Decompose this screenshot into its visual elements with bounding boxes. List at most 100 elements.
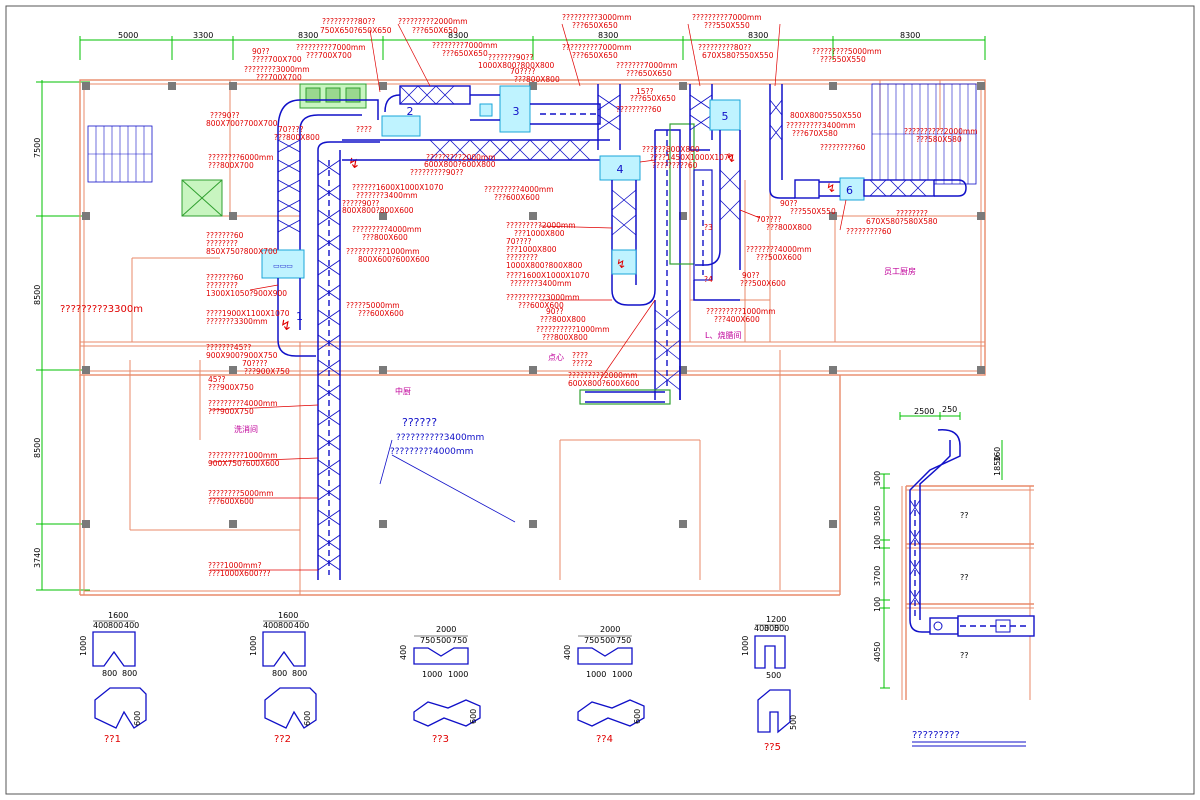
- fitting-2-label: ??2: [274, 734, 291, 745]
- annotation: ???800X800: [766, 223, 812, 232]
- annotation: ?????????2000mm: [506, 221, 576, 230]
- annotation: ????1000mm?: [208, 561, 262, 570]
- detail-floor-label-2: ??: [960, 573, 969, 582]
- svg-text:400: 400: [563, 645, 572, 660]
- annotation: ??????800X800: [642, 145, 700, 154]
- annotation: ?????????2000mm: [426, 153, 496, 162]
- top-dim-2: 3300: [193, 31, 213, 40]
- left-dim-4: 3740: [33, 548, 42, 568]
- annotation: ????????: [896, 209, 928, 218]
- annotation-labels: ?????????80?? 750X650?650X650 ?????????2…: [206, 13, 978, 578]
- detail-dim-left-3: 100: [873, 535, 882, 550]
- svg-text:1600: 1600: [108, 611, 128, 620]
- detail-dim-left-6: 4050: [873, 642, 882, 662]
- svg-text:400: 400: [93, 621, 108, 630]
- stairs-left: [87, 125, 153, 183]
- stairs-right: [871, 83, 977, 185]
- legend-line-1: ??????????3400mm: [396, 433, 484, 443]
- annotation: ???650X650: [630, 94, 676, 103]
- duct-system-6: 6 ↯: [794, 177, 967, 201]
- annotation: ?????????3000mm: [562, 13, 632, 22]
- svg-text:400: 400: [399, 645, 408, 660]
- annotation: ?????????3400mm: [786, 121, 856, 130]
- svg-text:400: 400: [294, 621, 309, 630]
- annotation: ???????3300mm: [206, 317, 268, 326]
- annotation: ???550X550: [704, 21, 750, 30]
- top-dim-7: 8300: [900, 31, 920, 40]
- annotation: 70????: [756, 215, 781, 224]
- annotation: 70????: [242, 359, 267, 368]
- top-dim-1: 5000: [118, 31, 138, 40]
- annotation: ???????60: [206, 273, 244, 282]
- annotation: ?????????80??: [322, 17, 375, 26]
- svg-text:750: 750: [584, 636, 599, 645]
- detail-floor-label-3: ??: [960, 651, 969, 660]
- system-4-number: 4: [617, 163, 624, 176]
- annotation: ???1000X800: [514, 229, 565, 238]
- svg-text:2000: 2000: [436, 625, 456, 634]
- annotation: ????1900X1100X1070: [206, 309, 290, 318]
- svg-text:500: 500: [766, 671, 781, 680]
- detail-title: ?????????: [912, 730, 960, 741]
- fitting-3: 2000 750 500 750 400 1000 1000 600 ??3: [399, 625, 481, 745]
- annotation: ???1000X600???: [208, 569, 270, 578]
- fitting-4-label: ??4: [596, 734, 613, 745]
- svg-text:500: 500: [600, 636, 615, 645]
- annotation: ?????????1000mm: [706, 307, 776, 316]
- annotation: ??????????1000mm: [536, 325, 610, 334]
- svg-text:800: 800: [278, 621, 293, 630]
- annotation: ?????????60: [616, 105, 662, 114]
- annotation: ???????3400mm: [510, 279, 572, 288]
- leader-lines: [209, 23, 847, 571]
- fitting-1-label: ??1: [104, 734, 121, 745]
- annotation: ???800X800: [514, 75, 560, 84]
- annotation: ???670X580: [792, 129, 838, 138]
- svg-text:800: 800: [108, 621, 123, 630]
- annotation: 90??: [742, 271, 760, 280]
- detail-dim-left-4: 3700: [873, 566, 882, 586]
- svg-text:750: 750: [420, 636, 435, 645]
- svg-text:1000: 1000: [448, 670, 468, 679]
- annotation: 900X900?900X750: [206, 351, 278, 360]
- annotation: 670X580?550X550: [702, 51, 774, 60]
- annotation: ???900X750: [244, 367, 290, 376]
- annotation: ???600X600: [208, 497, 254, 506]
- detail-dim-top-1: 2500: [914, 407, 934, 416]
- top-dim-3: 8300: [298, 31, 318, 40]
- annotation: ???650X650: [572, 21, 618, 30]
- svg-text:750: 750: [616, 636, 631, 645]
- left-dimension-axis: 7500 8500 8500 3740: [33, 80, 90, 591]
- room-bbq: L、烧腊间: [705, 330, 741, 340]
- annotation: 800X700?700X700: [206, 119, 278, 128]
- left-dim-2: 8500: [33, 285, 42, 305]
- legend-line-2: ?????????4000mm: [390, 447, 473, 457]
- annotation: ?????????7000mm: [562, 43, 632, 52]
- svg-text:300: 300: [764, 624, 779, 633]
- svg-text:1000: 1000: [586, 670, 606, 679]
- duct-system-left: ▭▭▭ ↯ ↯: [261, 83, 471, 580]
- svg-text:800: 800: [272, 669, 287, 678]
- annotation: ?????????90??: [410, 168, 463, 177]
- svg-text:800: 800: [102, 669, 117, 678]
- annotation: ?????90??: [342, 199, 379, 208]
- svg-text:600: 600: [469, 709, 478, 724]
- annotation: ????: [572, 351, 588, 360]
- annotation: ???600X600: [494, 193, 540, 202]
- annotation: ????????7000mm: [432, 41, 498, 50]
- annotation: 15??: [636, 87, 654, 96]
- left-dim-3: 8500: [33, 438, 42, 458]
- annotation: ???800X700: [208, 161, 254, 170]
- top-dim-4: 8300: [448, 31, 468, 40]
- annotation: 800X800?550X550: [790, 111, 862, 120]
- section-detail: 2500 250 300 3050 100 3700 100 4050 360 …: [873, 405, 1035, 747]
- detail-dim-left-1: 300: [873, 471, 882, 486]
- detail-dim-left-2: 3050: [873, 506, 882, 526]
- fire-damper-4-icon: ↯: [616, 257, 626, 271]
- svg-text:500: 500: [436, 636, 451, 645]
- annotation: ?3: [704, 223, 713, 232]
- svg-text:1000: 1000: [741, 636, 750, 656]
- detail-dim-top-2: 250: [942, 405, 957, 414]
- system-3-number: 3: [513, 105, 520, 118]
- annotation: ???????7000mm: [616, 61, 678, 70]
